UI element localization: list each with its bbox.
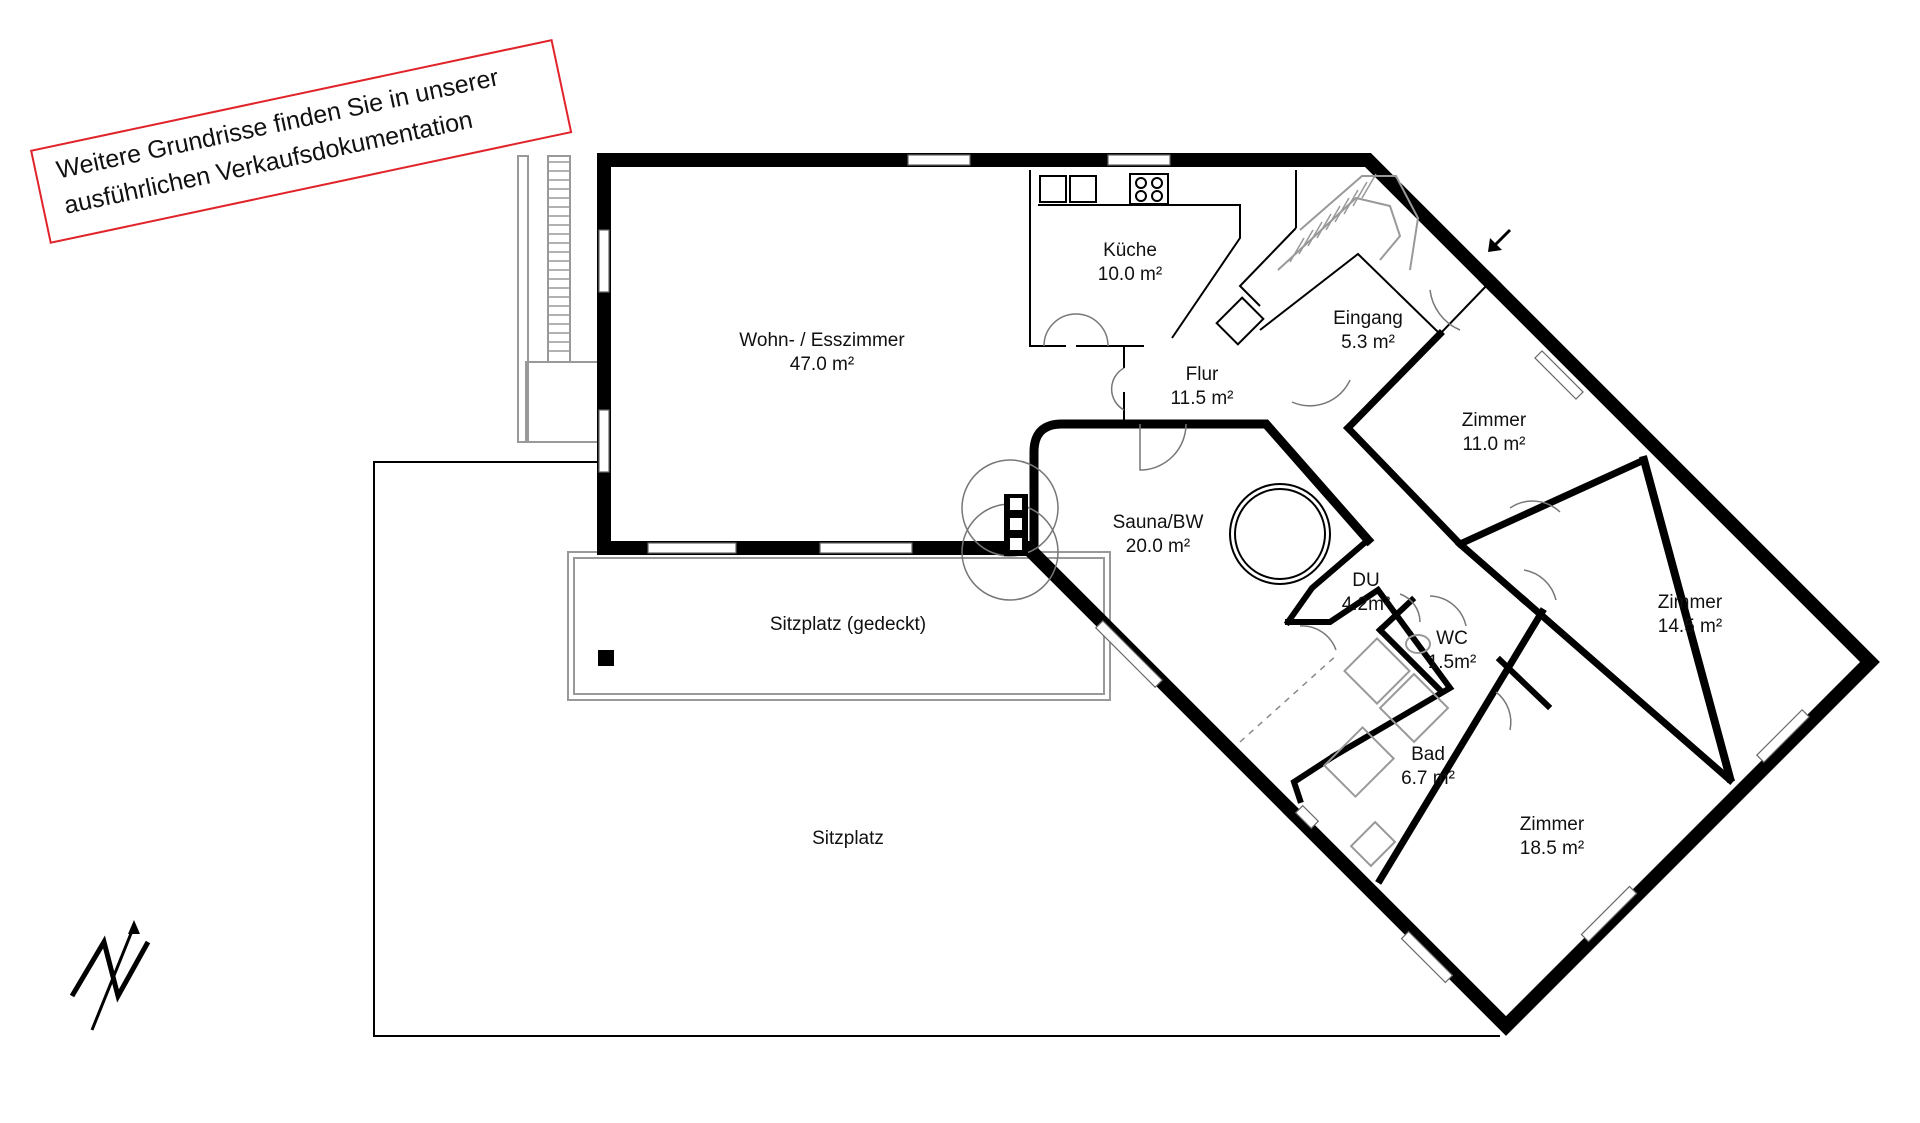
terrace-outline xyxy=(373,461,1500,1037)
room-area-zimmer2: 14.5 m² xyxy=(1658,616,1722,637)
room-name-zimmer3: Zimmer xyxy=(1520,814,1585,835)
room-name-kueche: Küche xyxy=(1103,240,1157,261)
room-name-wc: WC xyxy=(1436,628,1468,649)
room-name-bad: Bad xyxy=(1411,744,1445,765)
kitchen-counter xyxy=(1038,173,1241,339)
whirlpool xyxy=(1229,483,1331,585)
room-name-eingang: Eingang xyxy=(1333,308,1403,329)
room-area-zimmer3: 18.5 m² xyxy=(1520,838,1584,859)
room-name-flur: Flur xyxy=(1186,364,1219,385)
room-name-zimmer1: Zimmer xyxy=(1462,410,1527,431)
room-name-wohn: Wohn- / Esszimmer xyxy=(739,330,905,351)
windows xyxy=(598,154,1811,984)
room-area-wohn: 47.0 m² xyxy=(790,354,854,375)
room-area-wc: 1.5m² xyxy=(1428,652,1477,673)
interior-stair xyxy=(1277,173,1420,271)
room-area-zimmer1: 11.0 m² xyxy=(1462,434,1525,455)
room-area-flur: 11.5 m² xyxy=(1170,388,1233,409)
room-name-du: DU xyxy=(1352,570,1379,591)
column-marker xyxy=(598,650,614,666)
room-name-zimmer2: Zimmer xyxy=(1658,592,1723,613)
north-arrow-icon xyxy=(69,920,151,1031)
room-name-sitzplatz: Sitzplatz xyxy=(812,828,884,849)
room-name-sauna: Sauna/BW xyxy=(1113,512,1204,533)
entrance-arrow-icon xyxy=(1488,228,1512,252)
room-area-kueche: 10.0 m² xyxy=(1098,264,1162,285)
exterior-stair xyxy=(517,155,599,443)
shafts xyxy=(1004,296,1265,556)
room-area-sauna: 20.0 m² xyxy=(1126,536,1190,557)
room-labels: Wohn- / Esszimmer 47.0 m² Küche 10.0 m² … xyxy=(739,240,1723,859)
room-name-sitzplatz-gedeckt: Sitzplatz (gedeckt) xyxy=(770,614,926,635)
room-area-du: 4.2m² xyxy=(1342,594,1391,615)
sanitary-fixtures xyxy=(1322,634,1450,868)
room-area-eingang: 5.3 m² xyxy=(1341,332,1395,353)
room-area-bad: 6.7 m² xyxy=(1401,768,1455,789)
